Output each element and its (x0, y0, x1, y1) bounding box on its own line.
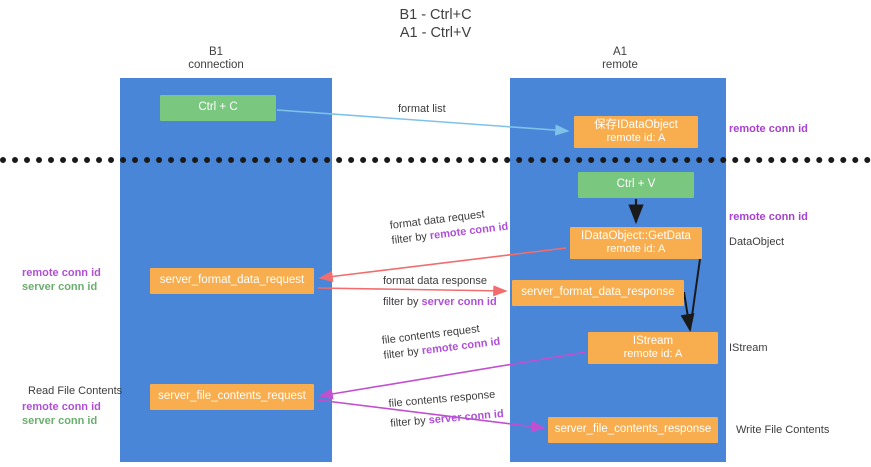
node-ctrl-v[interactable]: Ctrl + V (578, 172, 694, 198)
node-server-format-data-response-label: server_format_data_response (521, 286, 675, 299)
node-server-format-data-request[interactable]: server_format_data_request (150, 268, 314, 294)
node-server-file-contents-request[interactable]: server_file_contents_request (150, 384, 314, 410)
node-istream-line2: remote id: A (623, 348, 683, 360)
edge-label-file-contents-response-text: file contents response (388, 388, 496, 410)
label-read-file-contents: Read File Contents (28, 385, 123, 397)
edge-label-filter-by-2: filter by (383, 296, 422, 308)
node-istream[interactable]: IStream remote id: A (588, 332, 718, 364)
label-write-file-contents: Write File Contents (736, 424, 830, 436)
label-istream: IStream (729, 342, 768, 354)
node-server-format-data-request-label: server_format_data_request (159, 274, 305, 287)
node-idataobject-getdata-line2: remote id: A (606, 243, 666, 255)
label-remote-conn-id-top: remote conn id (729, 123, 808, 135)
column-header-a1-name: A1 (612, 46, 628, 58)
node-idataobject-getdata-line1: IDataObject::GetData (581, 229, 691, 242)
column-header-a1-sub: remote (602, 59, 638, 71)
page-title: B1 - Ctrl+C A1 - Ctrl+V (0, 6, 871, 42)
node-ctrl-v-label: Ctrl + V (616, 178, 656, 191)
edge-label-file-contents-response: file contents response filter by server … (388, 387, 504, 432)
edge-label-filter-by-1: filter by (390, 230, 431, 247)
label-remote-conn-id-mid: remote conn id (729, 211, 808, 223)
label-server-conn-id-left-2: server conn id (22, 414, 98, 427)
node-ctrl-c[interactable]: Ctrl + C (160, 95, 276, 121)
phase-divider (0, 157, 871, 163)
node-save-idataobject-line2: remote id: A (606, 132, 666, 144)
label-left-conn-ids-upper: remote conn id server conn id (22, 267, 101, 294)
node-server-file-contents-request-label: server_file_contents_request (158, 390, 306, 403)
label-left-conn-ids-lower: remote conn id server conn id (22, 401, 101, 428)
node-save-idataobject[interactable]: 保存IDataObject remote id: A (574, 116, 698, 148)
label-dataobject: DataObject (729, 236, 785, 248)
node-istream-line1: IStream (632, 334, 674, 347)
edge-label-filter-by-3: filter by (382, 345, 423, 362)
node-save-idataobject-line1: 保存IDataObject (594, 118, 678, 131)
node-server-format-data-response[interactable]: server_format_data_response (512, 280, 684, 306)
column-header-b1-sub: connection (188, 59, 244, 71)
edge-label-filter-server-1: server conn id (421, 296, 497, 308)
node-ctrl-c-label: Ctrl + C (198, 101, 238, 114)
edge-label-format-data-request: format data request filter by remote con… (389, 205, 509, 249)
label-format-list: format list (398, 103, 446, 115)
node-server-file-contents-response-label: server_file_contents_response (554, 423, 712, 436)
node-idataobject-getdata[interactable]: IDataObject::GetData remote id: A (570, 227, 702, 259)
column-header-a1: A1 remote (556, 46, 684, 72)
edge-label-format-data-response-text: format data response (383, 275, 487, 287)
column-header-b1: B1 connection (152, 46, 280, 72)
edge-label-format-data-response: format data response filter by server co… (383, 274, 497, 310)
title-line-1: B1 - Ctrl+C (399, 7, 472, 23)
edge-label-filter-by-4: filter by (389, 414, 430, 430)
edge-label-file-contents-request: file contents request filter by remote c… (381, 320, 501, 364)
column-header-b1-name: B1 (208, 46, 224, 58)
label-remote-conn-id-left-2: remote conn id (22, 401, 101, 413)
node-server-file-contents-response[interactable]: server_file_contents_response (548, 417, 718, 443)
label-server-conn-id-left: server conn id (22, 280, 98, 293)
label-remote-conn-id-left: remote conn id (22, 267, 101, 279)
edge-label-filter-server-2: server conn id (428, 408, 505, 427)
title-line-2: A1 - Ctrl+V (399, 25, 472, 41)
